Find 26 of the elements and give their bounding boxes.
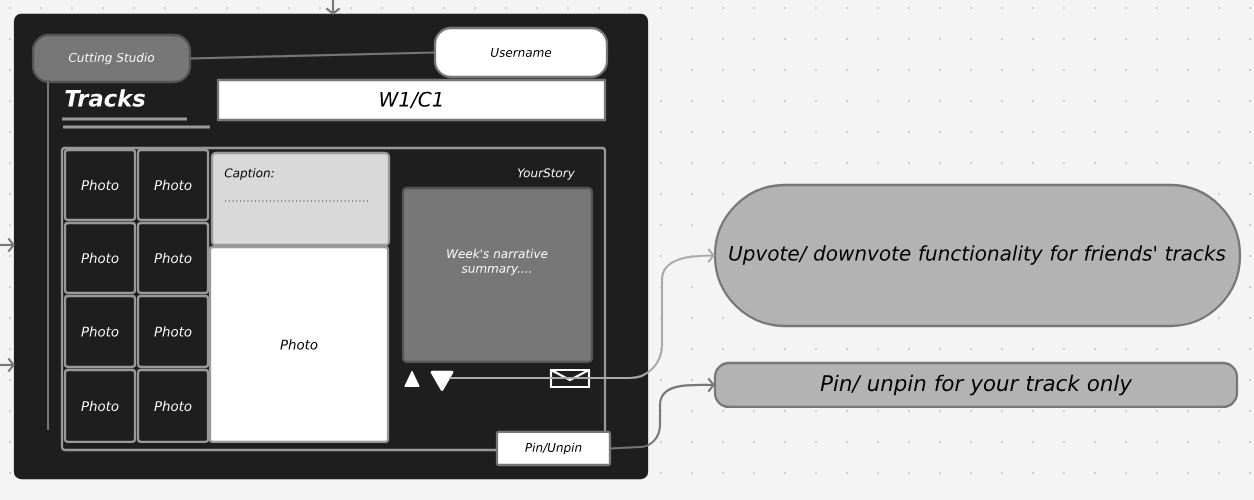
- downvote-icon: [430, 370, 454, 391]
- photo-tile: Photo: [136, 368, 210, 444]
- connector-line: [190, 51, 436, 60]
- arrow: [449, 248, 715, 380]
- arrow: [0, 237, 15, 253]
- story-box: Week's narrative summary....: [401, 186, 594, 364]
- arrow: [0, 357, 15, 373]
- photo-box: Photo: [208, 245, 390, 444]
- photo-tile: Photo: [63, 148, 137, 222]
- photo-tile: Photo: [136, 221, 210, 295]
- arrow: [325, 0, 341, 15]
- photo-tile: Photo: [63, 294, 137, 369]
- arrow: [609, 377, 715, 450]
- photo-tile: Photo: [136, 148, 210, 222]
- note-box: Upvote/ downvote functionality for friends' tracks: [713, 183, 1242, 328]
- pin-button: Pin/Unpin: [495, 430, 612, 467]
- photo-tile: Photo: [63, 368, 137, 444]
- week-field: W1/C1: [216, 78, 607, 122]
- photo-tile: Photo: [63, 221, 137, 295]
- caption-box: Caption:: [210, 151, 391, 247]
- heading: Tracks: [65, 89, 145, 107]
- photo-tile: Photo: [136, 294, 210, 369]
- note-box: Pin/ unpin for your track only: [713, 361, 1239, 409]
- story-heading: YourStory: [517, 168, 575, 180]
- username-pill: Username: [433, 26, 609, 79]
- title-pill: Cutting Studio: [31, 33, 192, 84]
